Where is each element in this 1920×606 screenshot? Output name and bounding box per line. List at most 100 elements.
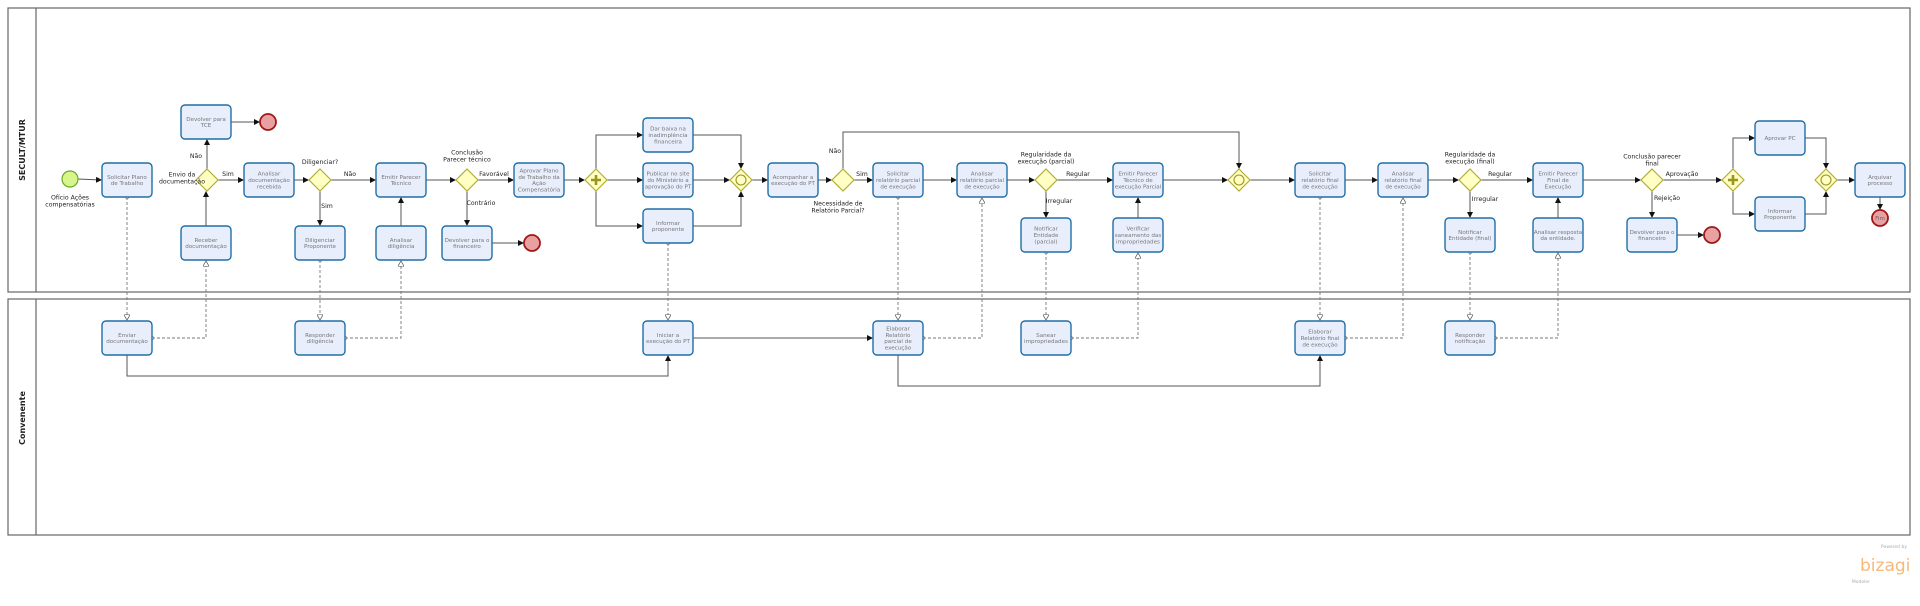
end-event-label: Fim [1875,216,1885,222]
pool-label-secult: SECULT/MTUR [18,119,27,181]
end-event[interactable] [1703,226,1721,244]
flow-label-dilig_nao: Não [344,171,356,178]
sequence-flow[interactable] [1732,135,1755,169]
inclusive-gateway[interactable] [1227,168,1251,192]
sequence-flow[interactable] [693,191,744,227]
message-flow[interactable] [1495,253,1558,338]
sequence-flow[interactable] [126,355,671,377]
watermark-product: Modeler [1852,579,1870,585]
parallel-gateway[interactable] [584,168,608,192]
task-t-aprovar-pc[interactable]: Aprovar PC [1754,120,1806,156]
message-flow[interactable] [923,198,982,338]
circle-icon [1233,174,1245,186]
end-event[interactable]: Fim [1871,209,1889,227]
sequence-flow[interactable] [595,191,643,229]
sequence-flow[interactable] [897,355,1323,387]
sequence-flow[interactable] [693,134,744,169]
message-flow[interactable] [1345,198,1403,338]
message-flow[interactable] [1071,253,1138,338]
inclusive-gateway[interactable] [729,168,753,192]
sequence-flow[interactable] [595,132,643,169]
end-event[interactable] [523,234,541,252]
parallel-gateway[interactable] [1721,168,1745,192]
flow-label-envio_nao: Não [190,153,202,160]
sequence-flow[interactable] [77,176,102,183]
pool-label-convenente: Convenente [18,391,27,445]
pool-secult: SECULT/MTUR [7,7,1911,293]
sequence-flow[interactable] [842,131,1242,169]
flow-label-nec_nao: Não [829,148,841,155]
sequence-flow[interactable] [1805,137,1829,169]
flow-label-envio_sim: Sim [222,171,234,178]
exclusive-gateway[interactable]: Diligenciar? [302,159,338,192]
message-flow[interactable] [345,261,401,338]
sequence-flow[interactable] [1805,191,1829,215]
bizagi-watermark: Powered by bizagi Modeler [1852,544,1911,585]
message-flow[interactable] [152,261,206,338]
end-event[interactable] [259,113,277,131]
sequence-flow[interactable] [1732,191,1755,217]
inclusive-gateway[interactable] [1814,168,1838,192]
